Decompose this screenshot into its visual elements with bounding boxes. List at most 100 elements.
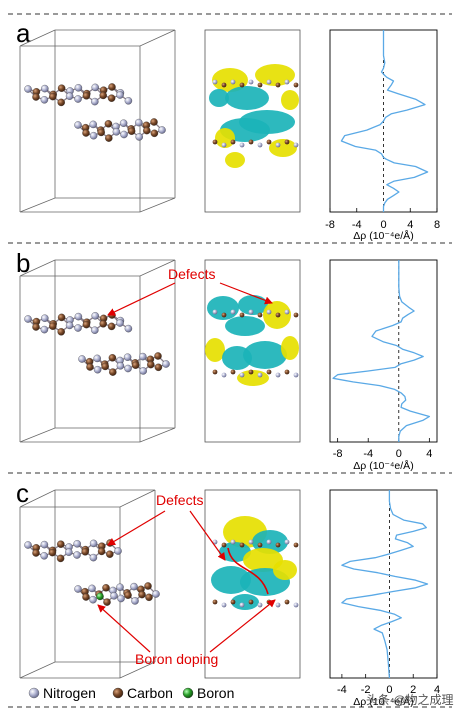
nitrogen-atom <box>124 324 133 333</box>
molecule-layer-b-top <box>24 311 133 336</box>
iso-atom <box>257 82 263 88</box>
iso-yellow-lobe <box>255 64 295 86</box>
carbon-atom <box>97 128 105 137</box>
iso-atom <box>248 369 254 375</box>
nitrogen-atom <box>116 91 124 99</box>
iso-atom <box>284 539 290 545</box>
legend-marker-boron <box>182 687 194 699</box>
iso-atom <box>275 82 281 88</box>
iso-atom <box>284 309 290 315</box>
legend-label-carbon: Carbon <box>127 685 173 701</box>
iso-atom <box>275 142 281 148</box>
iso-atom <box>257 372 263 378</box>
iso-cyan-lobe <box>238 295 268 315</box>
nitrogen-atom <box>41 314 49 322</box>
iso-atom <box>275 312 281 318</box>
nitrogen-atom <box>117 594 125 603</box>
iso-atom <box>284 79 290 85</box>
iso-atom <box>221 372 227 378</box>
carbon-atom <box>154 352 162 360</box>
iso-atom <box>230 79 236 85</box>
defect-highlight-curve <box>227 547 269 595</box>
nitrogen-atom <box>65 321 74 330</box>
nitrogen-atom <box>131 597 139 605</box>
iso-atom <box>230 539 236 545</box>
iso-cyan-lobe <box>231 594 259 610</box>
iso-atom <box>221 312 227 318</box>
x-tick-label: -4 <box>352 219 362 231</box>
carbon-atom <box>82 593 90 601</box>
carbon-atom <box>57 313 66 322</box>
carbon-atom <box>145 593 153 602</box>
iso-atom <box>248 539 254 545</box>
iso-atom <box>257 142 263 148</box>
arrow-defects-c-right <box>189 510 226 561</box>
nitrogen-atom <box>40 96 49 104</box>
nitrogen-atom <box>89 595 97 604</box>
carbon-atom <box>81 548 89 556</box>
iso-yellow-lobe <box>273 560 297 580</box>
x-tick-label: 4 <box>426 448 432 460</box>
x-tick-label: 2 <box>410 684 416 696</box>
iso-atom <box>293 372 299 378</box>
carbon-atom <box>102 584 110 592</box>
iso-atom <box>212 139 218 145</box>
nitrogen-atom <box>73 540 81 548</box>
iso-atom <box>293 142 299 148</box>
chart-frame <box>329 259 438 443</box>
iso-yellow-lobe <box>225 152 245 168</box>
carbon-atom <box>56 554 65 563</box>
nitrogen-atom <box>123 353 132 361</box>
x-tick-label: 0 <box>380 219 386 231</box>
iso-atom <box>212 369 218 375</box>
nitrogen-atom <box>116 319 124 327</box>
iso-atom <box>221 142 227 148</box>
carbon-atom <box>108 83 116 91</box>
nitrogen-atom <box>152 590 160 598</box>
x-tick-label: -8 <box>325 219 335 231</box>
carbon-atom <box>143 126 151 135</box>
nitrogen-atom <box>24 315 32 323</box>
x-tick-label: -8 <box>333 448 343 460</box>
x-tick-label: 0 <box>396 448 402 460</box>
carbon-atom <box>57 328 65 336</box>
iso-atom <box>248 139 254 145</box>
iso-atom <box>239 542 245 548</box>
nitrogen-atom <box>139 352 147 361</box>
arrow-defects-b-right <box>219 282 273 305</box>
nitrogen-atom <box>74 84 83 92</box>
molecule-layer-b-bottom <box>78 352 170 376</box>
carbon-atom <box>49 92 57 101</box>
legend-label-nitrogen: Nitrogen <box>43 685 96 701</box>
iso-cyan-lobe <box>211 566 251 594</box>
boron-atom <box>96 592 104 601</box>
carbon-atom <box>131 361 140 369</box>
nitrogen-atom <box>74 121 82 129</box>
iso-cyan-lobe <box>225 86 269 110</box>
carbon-atom <box>82 129 90 137</box>
iso-yellow-lobe <box>269 139 297 157</box>
iso-yellow-lobe <box>212 68 248 92</box>
molecule-layer-a-bottom <box>74 118 166 142</box>
nitrogen-atom <box>40 552 48 560</box>
iso-atom <box>239 602 245 608</box>
annotation-defects-c: Defects <box>156 492 203 508</box>
iso-atom <box>239 142 245 148</box>
iso-cyan-lobe <box>243 341 287 369</box>
arrow-boron-right <box>209 599 276 653</box>
x-tick-label: -2 <box>361 684 371 696</box>
nitrogen-atom <box>40 540 49 549</box>
carbon-atom <box>107 94 116 102</box>
nitrogen-atom <box>116 362 125 370</box>
carbon-atom <box>32 323 40 331</box>
x-tick-label: 4 <box>407 219 413 231</box>
legend-label-boron: Boron <box>197 685 234 701</box>
panel-label-a: a <box>16 18 31 48</box>
iso-atom <box>230 599 236 605</box>
carbon-atom <box>154 363 163 372</box>
watermark: 头条 @物之成理 <box>366 693 454 707</box>
iso-atom <box>293 312 299 318</box>
